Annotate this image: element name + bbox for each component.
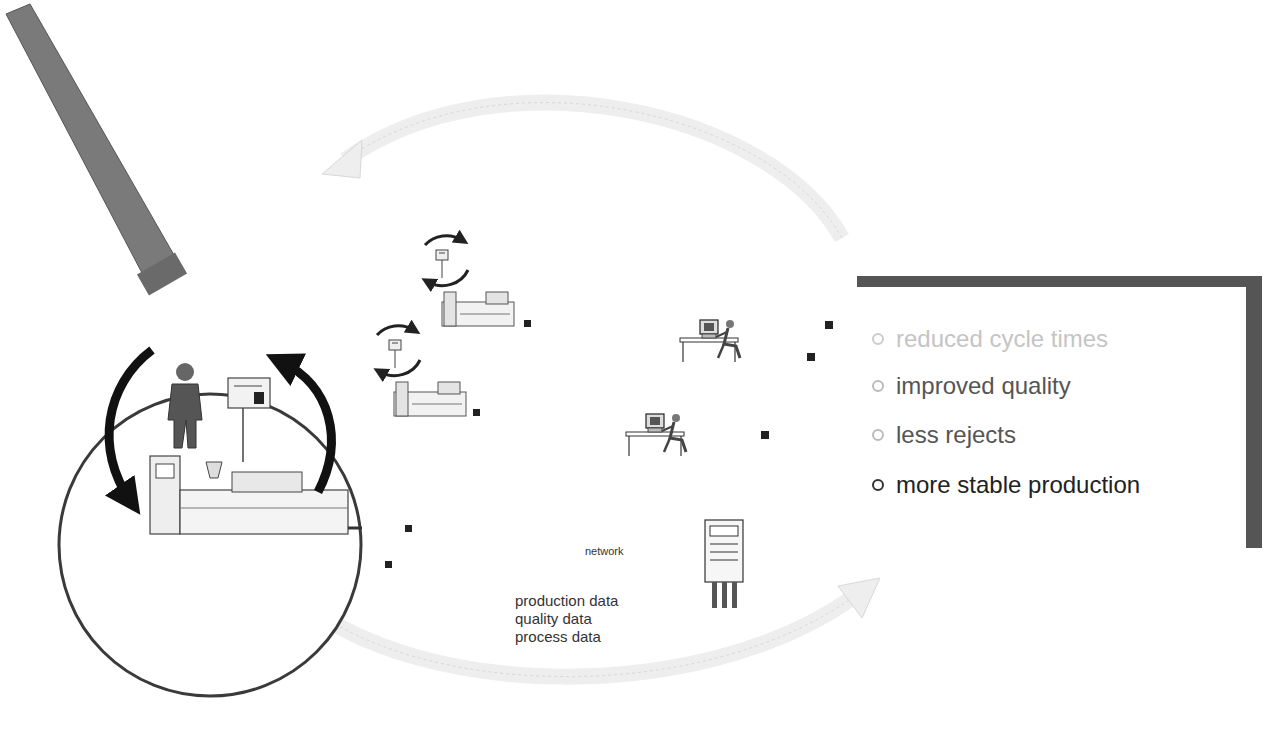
machine-display (156, 464, 174, 478)
connection-dot (524, 320, 531, 327)
loop-arrow (428, 270, 468, 286)
network-cable (348, 527, 362, 530)
data-label: quality data (515, 610, 592, 627)
magnifier-handle (6, 4, 178, 292)
connection-dot (473, 409, 480, 416)
machine-hopper (206, 462, 222, 478)
data-label: production data (515, 592, 618, 609)
cycle-arrow-band (345, 103, 842, 238)
bullet-mark (873, 381, 883, 391)
machine-symbol (394, 382, 466, 416)
connection-dot (825, 321, 833, 329)
connection-dot (385, 561, 392, 568)
cycle-arrow-edge (345, 103, 842, 238)
benefit-item: less rejects (896, 421, 1016, 449)
terminal-symbol (436, 250, 448, 278)
cycle-arrow-head (838, 578, 880, 618)
magnifier-collar (137, 253, 187, 296)
bullet-mark (873, 430, 883, 440)
connection-dot (405, 525, 412, 532)
terminal-screen (228, 378, 270, 408)
loop-arrow (425, 236, 462, 245)
server-line (710, 552, 738, 553)
benefit-item: reduced cycle times (896, 325, 1108, 353)
server-line (710, 544, 738, 545)
bullet-mark (873, 480, 883, 490)
machine-symbol (442, 292, 514, 326)
workstation-symbol (626, 414, 686, 456)
loop-arrow (380, 360, 420, 376)
server-leg (732, 582, 737, 608)
terminal-pole (242, 408, 244, 462)
result-box: reduced cycle times improved quality less … (858, 290, 1243, 545)
benefit-item: more stable production (896, 471, 1140, 499)
machine-body (180, 490, 348, 534)
server-leg (722, 582, 727, 608)
server-panel (710, 526, 738, 536)
server-line (710, 560, 738, 561)
terminal-line (234, 386, 262, 387)
cycle-arrow-edge (300, 598, 852, 677)
connection-dot (807, 353, 815, 361)
loop-arrow (282, 362, 331, 492)
cycle-arrow-band (300, 598, 852, 677)
machine-cabinet (150, 456, 180, 534)
operator-head (176, 363, 194, 381)
terminal-symbol (389, 340, 401, 368)
workstation-symbol (680, 320, 740, 362)
machine-line (180, 508, 348, 509)
box-frame-top (857, 276, 1262, 287)
cycle-arrow-head (322, 140, 362, 178)
bullet-mark (873, 334, 883, 344)
data-label: process data (515, 628, 601, 645)
magnifier-lens (59, 394, 361, 696)
loop-arrow (377, 326, 414, 335)
operator-body (168, 384, 202, 448)
server-leg (712, 582, 717, 608)
terminal-key (254, 392, 264, 404)
server-rack (705, 520, 743, 582)
box-frame-side (1246, 276, 1262, 548)
benefit-item: improved quality (896, 372, 1071, 400)
network-label: network (585, 545, 624, 558)
machine-unit (232, 472, 302, 492)
loop-arrow (109, 350, 152, 500)
connection-dot (761, 431, 769, 439)
